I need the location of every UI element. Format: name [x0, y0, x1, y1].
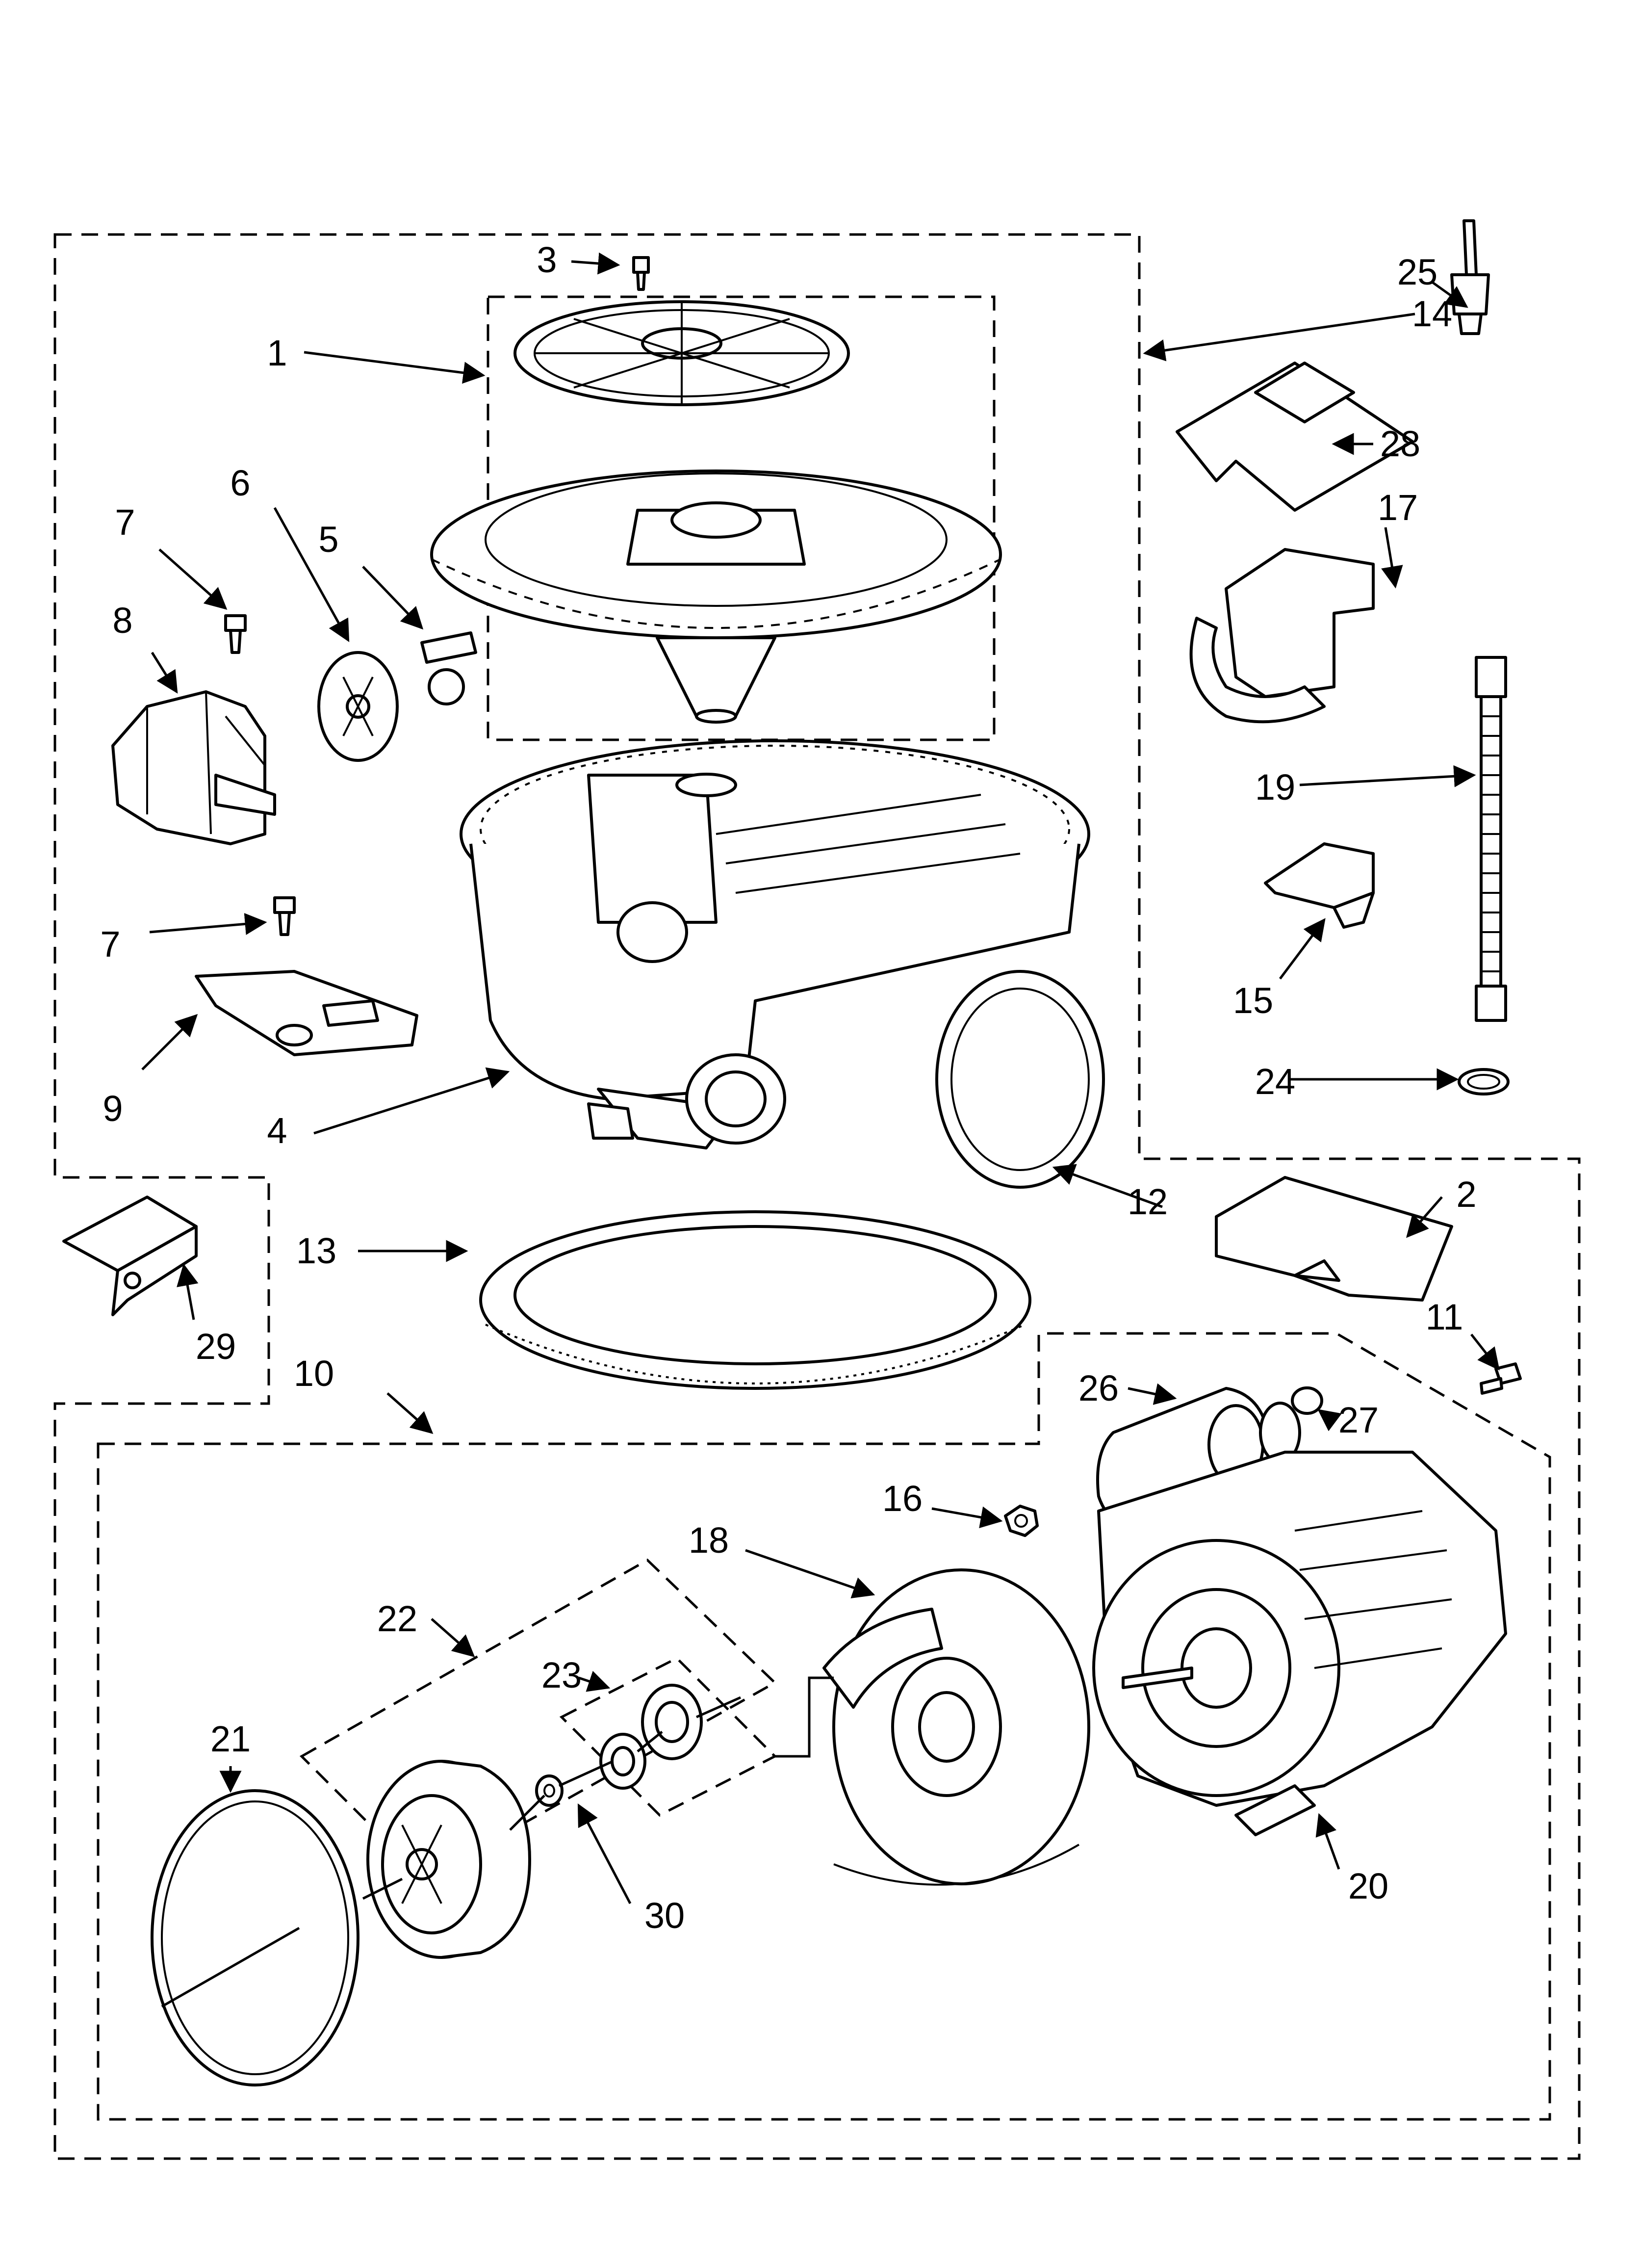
impeller-part-22 [366, 1760, 531, 1959]
screw-part-7-lower [273, 896, 296, 936]
callout-23: 23 [541, 1655, 582, 1695]
o-ring-part-21 [151, 1789, 359, 2086]
insulation-part-2 [1215, 1176, 1453, 1302]
seal-ring-part-13 [479, 1210, 1031, 1390]
callout-10: 10 [294, 1353, 334, 1394]
callout-16: 16 [882, 1478, 923, 1519]
assembly-axis-lines [161, 1676, 834, 2008]
seal-part-23 [599, 1684, 703, 1790]
callout-21: 21 [210, 1719, 251, 1759]
leader-lines [141, 252, 1500, 1904]
callout-11: 11 [1426, 1297, 1463, 1337]
callout-3: 3 [537, 239, 557, 280]
housing-part-8 [111, 690, 276, 845]
callout-8: 8 [112, 600, 132, 641]
callout-25: 25 [1397, 252, 1437, 292]
gasket-part-12 [935, 970, 1105, 1189]
cap-part-27 [1291, 1386, 1323, 1415]
callout-30: 30 [644, 1895, 685, 1936]
nut-part-16 [1004, 1505, 1039, 1537]
clamp-part-24 [1458, 1068, 1510, 1095]
flapper-part-5 [420, 631, 477, 705]
callout-12: 12 [1128, 1181, 1168, 1222]
callout-17: 17 [1378, 487, 1418, 528]
callout-6: 6 [230, 463, 250, 503]
bracket-part-17 [1189, 548, 1375, 724]
callout-27: 27 [1338, 1400, 1379, 1440]
clip-part-15 [1264, 842, 1375, 929]
sensor-part-25 [1450, 219, 1490, 335]
callout-14: 14 [1412, 293, 1452, 334]
sump-assembly-group-box [53, 233, 1581, 2160]
screw-part-3 [632, 256, 650, 291]
bracket-part-9 [195, 970, 418, 1056]
callout-18: 18 [689, 1520, 729, 1561]
bracket-part-29 [62, 1196, 198, 1316]
callout-2: 2 [1456, 1174, 1476, 1215]
callout-19: 19 [1255, 767, 1295, 808]
shield-part-28 [1176, 362, 1414, 512]
screw-part-11 [1480, 1362, 1522, 1395]
motor-part-20 [1092, 1451, 1507, 1836]
screw-part-7-upper [224, 614, 247, 654]
callout-26: 26 [1078, 1368, 1119, 1408]
callout-13: 13 [296, 1230, 336, 1271]
callout-labels: 1 2 3 4 5 6 7 7 8 9 10 11 12 13 14 15 16… [100, 239, 1476, 1936]
callout-7: 7 [115, 502, 135, 543]
callout-29: 29 [196, 1326, 236, 1367]
pump-motor-group-box [97, 1332, 1551, 2121]
hose-part-19 [1475, 656, 1507, 1022]
callout-28: 28 [1380, 423, 1420, 464]
callout-7: 7 [100, 924, 120, 965]
callout-5: 5 [318, 519, 338, 560]
callout-1: 1 [267, 333, 287, 373]
callout-20: 20 [1348, 1866, 1388, 1906]
callout-9: 9 [103, 1088, 123, 1129]
callout-15: 15 [1233, 980, 1273, 1021]
chopper-part-6 [317, 651, 399, 762]
callout-24: 24 [1255, 1061, 1295, 1102]
pump-housing-part-18 [822, 1568, 1090, 1886]
callout-4: 4 [267, 1110, 287, 1151]
filter-assembly-part [430, 300, 1002, 724]
sump-part [460, 739, 1090, 1149]
callout-22: 22 [377, 1598, 417, 1639]
